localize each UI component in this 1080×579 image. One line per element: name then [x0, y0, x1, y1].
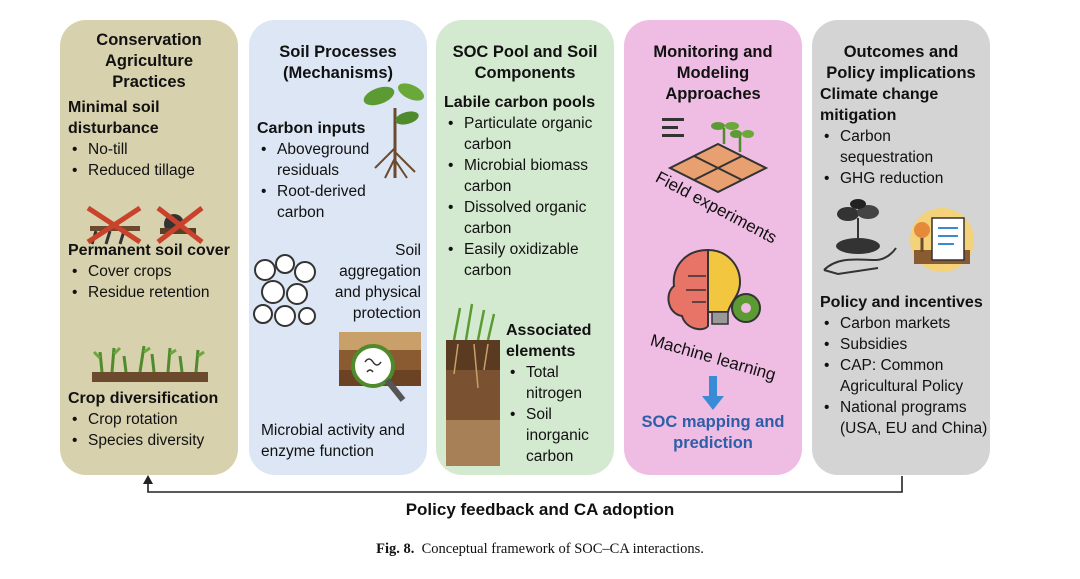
microbial-text: Microbial activity and enzyme function: [261, 422, 405, 460]
panel-title: Conservation Agriculture Practices: [96, 31, 202, 91]
bullet-list: Total nitrogen Soil inorganic carbon: [506, 362, 612, 467]
section-heading: Crop diversification: [68, 390, 219, 407]
section-heading: Labile carbon pools: [444, 94, 596, 111]
hand-soil-icon: [823, 199, 897, 276]
list-item: Soil inorganic carbon: [506, 404, 612, 467]
figure-caption: Fig. 8. Conceptual framework of SOC–CA i…: [0, 541, 1080, 558]
panel-title: Soil Processes (Mechanisms): [279, 43, 397, 82]
list-item: Crop rotation: [68, 409, 236, 430]
list-item: Carbon markets: [820, 313, 990, 334]
list-item: Microbial biomass carbon: [444, 155, 610, 197]
cover-crops-icon: [92, 345, 208, 382]
list-item: Easily oxidizable carbon: [444, 239, 610, 281]
panel-soc-pool: SOC Pool and Soil Components Labile carb…: [436, 20, 614, 475]
list-item: Dissolved organic carbon: [444, 197, 610, 239]
soil-magnifier-icon: [339, 332, 421, 402]
soil-profile-icon: [446, 303, 500, 466]
list-item: No-till: [68, 139, 230, 160]
list-item: Particulate organic carbon: [444, 113, 610, 155]
bullet-list: Particulate organic carbon Microbial bio…: [444, 113, 610, 281]
list-item: Root-derived carbon: [257, 181, 417, 223]
field-plots-icon: [662, 118, 769, 194]
list-item: Aboveground residuals: [257, 139, 417, 181]
list-item: Total nitrogen: [506, 362, 612, 404]
panel-soil-processes: Soil Processes (Mechanisms) Carbon input…: [249, 20, 427, 475]
bullet-list: Aboveground residuals Root-derived carbo…: [257, 139, 417, 223]
list-item: Cover crops: [68, 261, 233, 282]
brain-lightbulb-icon: [667, 248, 761, 331]
panel-conservation-agriculture: Conservation Agriculture Practices Minim…: [60, 20, 238, 475]
section-heading: Associated elements: [506, 322, 592, 360]
aggregation-text: Soil aggregation and physical protection: [334, 242, 421, 322]
no-tillage-icon: [86, 205, 204, 245]
soil-aggregates-icon: [253, 254, 316, 327]
soc-mapping-output: SOC mapping and prediction: [641, 413, 785, 452]
list-item: Reduced tillage: [68, 160, 230, 181]
section-heading: Climate change mitigation: [820, 86, 939, 124]
panel-outcomes-policy: Outcomes and Policy implications Climate…: [812, 20, 990, 475]
feedback-label: Policy feedback and CA adoption: [405, 500, 675, 519]
arrow-down-icon: [702, 376, 724, 410]
list-item: Carbon sequestration: [820, 126, 986, 168]
list-item: Species diversity: [68, 430, 236, 451]
panel-title: SOC Pool and Soil Components: [452, 43, 598, 82]
bullet-list: No-till Reduced tillage: [68, 139, 230, 181]
list-item: National programs (USA, EU and China): [820, 397, 990, 439]
bullet-list: Carbon markets Subsidies CAP: Common Agr…: [820, 313, 990, 439]
policy-document-icon: [910, 208, 974, 272]
caption-text: Conceptual framework of SOC–CA interacti…: [421, 541, 704, 557]
section-heading: Permanent soil cover: [68, 242, 230, 259]
section-heading: Minimal soil disturbance: [68, 99, 160, 137]
list-item: CAP: Common Agricultural Policy: [820, 355, 990, 397]
bullet-list: Cover crops Residue retention: [68, 261, 233, 303]
section-heading: Policy and incentives: [820, 294, 983, 311]
panel-title: Outcomes and Policy implications: [826, 43, 976, 82]
panel-monitoring-modeling: Monitoring and Modeling Approaches Field…: [624, 20, 802, 475]
section-heading: Carbon inputs: [257, 120, 366, 137]
bullet-list: Crop rotation Species diversity: [68, 409, 236, 451]
caption-label: Fig. 8.: [376, 541, 415, 557]
list-item: Residue retention: [68, 282, 233, 303]
bullet-list: Carbon sequestration GHG reduction: [820, 126, 986, 189]
list-item: Subsidies: [820, 334, 990, 355]
list-item: GHG reduction: [820, 168, 986, 189]
panel-title: Monitoring and Modeling Approaches: [653, 43, 773, 103]
